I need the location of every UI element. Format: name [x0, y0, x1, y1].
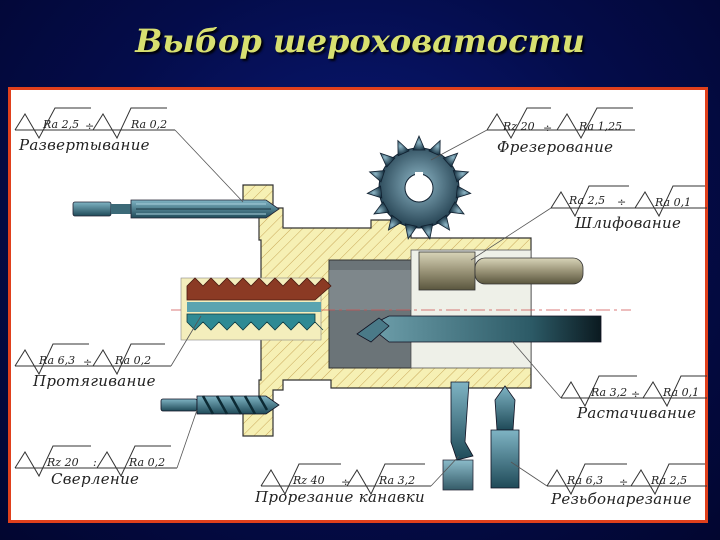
threaded-section: [180, 277, 332, 341]
grinding-label: Шлифование: [575, 214, 682, 232]
reaming-fine: Ra 0,2: [131, 118, 168, 131]
grinding-fine: Ra 0,1: [655, 196, 692, 209]
grinding-sep: ÷: [617, 196, 627, 209]
threading-rough: Ra 6,3: [567, 474, 604, 487]
workpiece: [171, 184, 631, 437]
slide-title: Выбор шероховатости: [135, 22, 585, 60]
milling-sep: ÷: [543, 122, 553, 135]
grooving-tool: [442, 381, 474, 491]
drilling-label: Сверление: [51, 470, 140, 488]
drilling-sep: :: [93, 456, 97, 469]
grooving-sep: ÷: [341, 476, 351, 489]
grinding-rough: Ra 2,5: [569, 194, 606, 207]
leader-lines: [170, 129, 562, 487]
drill-tool: [160, 395, 280, 415]
boring-sep: ÷: [631, 388, 641, 401]
drilling-fine: Ra 0,2: [129, 456, 166, 469]
broaching-rough: Ra 6,3: [39, 354, 76, 367]
grooving-fine: Ra 3,2: [379, 474, 416, 487]
boring-label: Растачивание: [577, 404, 697, 422]
broaching-sep: ÷: [83, 356, 93, 369]
drilling-rough: Rz 20: [47, 456, 79, 469]
milling-rough: Rz 20: [503, 120, 535, 133]
threading-label: Резьбонарезание: [551, 490, 692, 508]
grooving-rough: Rz 40: [293, 474, 325, 487]
roughness-symbols: [14, 107, 707, 496]
milling-fine: Ra 1,25: [579, 120, 623, 133]
boring-rough: Ra 3,2: [591, 386, 628, 399]
reaming-sep: ÷: [85, 120, 95, 133]
machining-diagram: [14, 107, 707, 496]
broaching-fine: Ra 0,2: [115, 354, 152, 367]
milling-cutter: [366, 134, 472, 240]
threading-sep: ÷: [619, 476, 629, 489]
reaming-label: Развертывание: [19, 136, 150, 154]
diagram-panel: Ra 2,5 ÷ Ra 0,2 Развертывание Rz 20 ÷ Ra…: [8, 87, 708, 523]
grinding-wheel-rod: [418, 251, 584, 291]
milling-label: Фрезерование: [497, 138, 614, 156]
grooving-label: Прорезание канавки: [255, 488, 425, 506]
threading-fine: Ra 2,5: [651, 474, 688, 487]
broaching-label: Протягивание: [33, 372, 156, 390]
threading-tool: [490, 385, 520, 489]
boring-bar: [356, 315, 602, 343]
reaming-rough: Ra 2,5: [43, 118, 80, 131]
boring-fine: Ra 0,1: [663, 386, 700, 399]
reamer-tool: [72, 199, 280, 219]
